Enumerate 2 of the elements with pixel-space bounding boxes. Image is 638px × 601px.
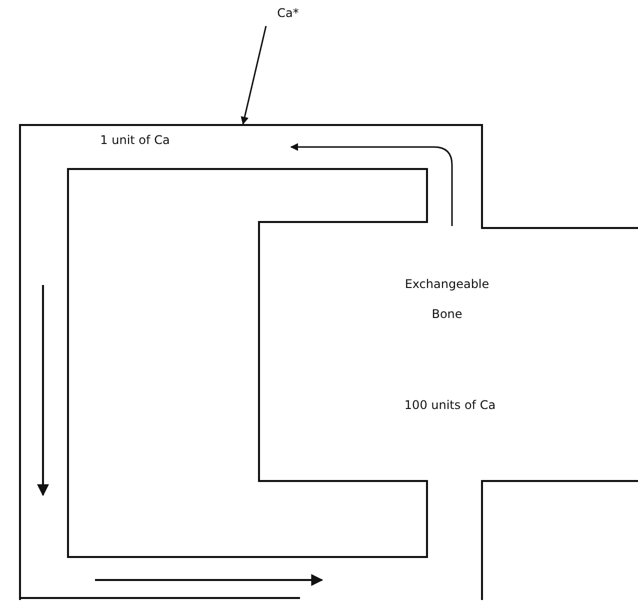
- tracer-label: Ca*: [276, 6, 300, 20]
- arrow: [240, 26, 267, 125]
